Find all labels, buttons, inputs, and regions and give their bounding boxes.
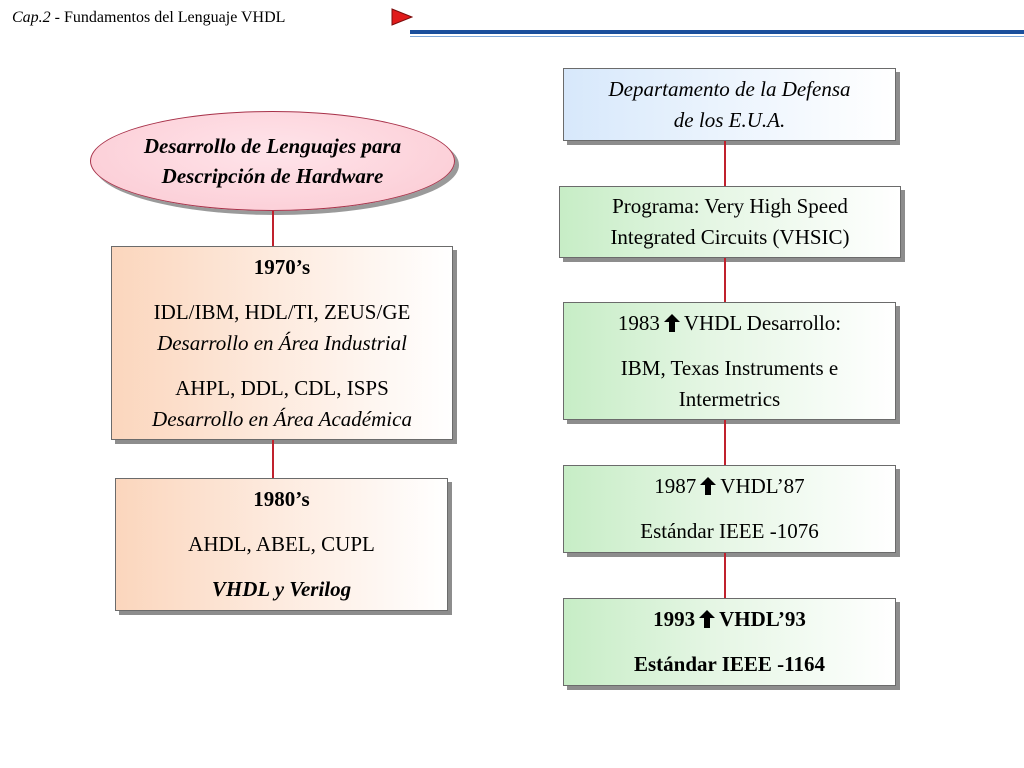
- vhsic-line-2: Integrated Circuits (VHSIC): [610, 225, 850, 249]
- year-1987: 1987: [654, 474, 697, 498]
- arrow-up-icon: [663, 313, 680, 332]
- heading-1980s: 1980’s: [253, 487, 310, 511]
- languages-ellipse: Desarrollo de Lenguajes para Descripción…: [90, 111, 455, 211]
- connector-1970s-1980s: [272, 440, 274, 478]
- vhdl-development: VHDL Desarrollo:: [683, 310, 842, 335]
- box-1980s: 1980’s AHDL, ABEL, CUPL VHDL y Verilog: [115, 478, 448, 611]
- languages-1980s: AHDL, ABEL, CUPL: [188, 532, 375, 556]
- connector-vhsic-1983: [724, 258, 726, 302]
- connector-dod-vhsic: [724, 141, 726, 186]
- year-1993: 1993: [653, 607, 696, 631]
- box-dod: Departamento de la Defensa de los E.U.A.: [563, 68, 896, 141]
- box-vhsic: Programa: Very High Speed Integrated Cir…: [559, 186, 901, 258]
- industrial-languages: IDL/IBM, HDL/TI, ZEUS/GE: [153, 299, 411, 324]
- vhdl-87: VHDL’87: [720, 474, 805, 498]
- chapter-label: Cap.2: [12, 9, 51, 26]
- arrow-up-icon: [700, 477, 717, 495]
- header-rule-thin: [410, 36, 1024, 37]
- box-1987: 1987 VHDL’87 Estándar IEEE -1076: [563, 465, 896, 553]
- vhdl-verilog: VHDL y Verilog: [211, 577, 352, 601]
- header-separator: -: [50, 9, 64, 26]
- dod-line-2: de los E.U.A.: [673, 107, 786, 132]
- box-1993: 1993 VHDL’93 Estándar IEEE -1164: [563, 598, 896, 686]
- heading-1970s: 1970’s: [253, 254, 311, 279]
- box-1983: 1983 VHDL Desarrollo: IBM, Texas Instrume…: [563, 302, 896, 420]
- connector-ellipse-1970s: [272, 211, 274, 247]
- developers-line-2: Intermetrics: [678, 386, 781, 411]
- ieee-1076: Estándar IEEE -1076: [640, 519, 819, 543]
- ellipse-line-2: Descripción de Hardware: [161, 164, 384, 188]
- slide-header: Cap.2 - Fundamentos del Lenguaje VHDL: [12, 9, 285, 27]
- connector-1987-1993: [724, 553, 726, 598]
- play-triangle-icon[interactable]: [391, 8, 413, 26]
- connector-1983-1987: [724, 420, 726, 465]
- year-1983: 1983: [617, 310, 660, 335]
- industrial-area: Desarrollo en Área Industrial: [157, 330, 407, 355]
- vhdl-93: VHDL’93: [719, 607, 806, 631]
- ellipse-line-1: Desarrollo de Lenguajes para: [143, 134, 402, 158]
- header-rule: [410, 30, 1024, 34]
- dod-line-1: Departamento de la Defensa: [608, 76, 851, 101]
- developers-line-1: IBM, Texas Instruments e: [620, 355, 839, 380]
- box-1970s: 1970’s IDL/IBM, HDL/TI, ZEUS/GE Desarrol…: [111, 246, 453, 440]
- academic-languages: AHPL, DDL, CDL, ISPS: [175, 375, 389, 400]
- academic-area: Desarrollo en Área Académica: [152, 406, 412, 431]
- arrow-up-icon: [699, 610, 716, 628]
- ieee-1164: Estándar IEEE -1164: [634, 652, 825, 676]
- vhsic-line-1: Programa: Very High Speed: [612, 194, 848, 218]
- header-title: Fundamentos del Lenguaje VHDL: [64, 9, 286, 26]
